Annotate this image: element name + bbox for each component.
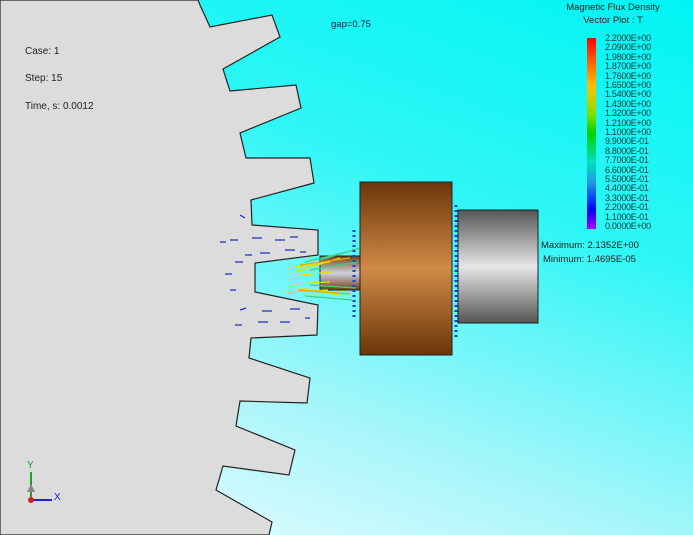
colorbar-tick-label: 1.9800E+00 [605, 51, 651, 62]
colorbar-tick-label: 1.1000E+00 [605, 127, 651, 137]
magnet [359, 181, 453, 356]
axis-triad [27, 472, 52, 503]
colorbar-tick-label: 5.5000E-01 [605, 174, 649, 184]
colorbar-tick-label: 1.7600E+00 [605, 70, 651, 81]
colorbar-tick-label: 2.2000E-01 [605, 202, 649, 213]
colorbar-tick-label: 4.4000E-01 [605, 183, 649, 194]
gear [0, 0, 319, 535]
colorbar-tick-label: 1.6500E+00 [605, 80, 651, 90]
core [457, 209, 539, 324]
x-axis-label: X [54, 492, 61, 503]
step-label: Step: 15 [25, 73, 63, 84]
colorbar-tick-label: 1.8700E+00 [605, 61, 651, 72]
colorbar-tick-label: 2.2000E+00 [605, 33, 651, 43]
legend-title: Magnetic Flux Density [566, 2, 660, 13]
colorbar-tick-label: 3.3000E-01 [605, 192, 649, 203]
legend-subtitle: Vector Plot : T [583, 15, 643, 26]
y-axis-label: Y [27, 460, 34, 471]
colorbar-tick-label: 1.1000E-01 [605, 211, 649, 222]
colorbar-tick-label: 1.2100E+00 [605, 117, 651, 128]
case-label: Case: 1 [25, 46, 60, 57]
colorbar-tick-label: 1.5400E+00 [605, 89, 651, 100]
colorbar-tick-label: 1.4300E+00 [605, 98, 651, 109]
maximum-label: Maximum: 2.1352E+00 [541, 240, 639, 251]
colorbar-tick-label: 7.7000E-01 [605, 155, 649, 166]
colorbar-tick-label: 6.6000E-01 [605, 164, 649, 175]
minimum-label: Minimum: 1.4695E-05 [543, 254, 636, 265]
colorbar [587, 38, 596, 229]
flux-vectors-yellow [285, 247, 361, 301]
colorbar-tick-label: 9.9000E-01 [605, 136, 649, 147]
colorbar-tick-label: 0.0000E+00 [605, 221, 651, 231]
colorbar-tick-label: 1.3200E+00 [605, 108, 651, 119]
colorbar-tick-label: 2.0900E+00 [605, 42, 651, 53]
time-label: Time, s: 0.0012 [25, 101, 94, 112]
gap-label: gap=0.75 [331, 19, 371, 30]
colorbar-tick-label: 8.8000E-01 [605, 145, 649, 156]
